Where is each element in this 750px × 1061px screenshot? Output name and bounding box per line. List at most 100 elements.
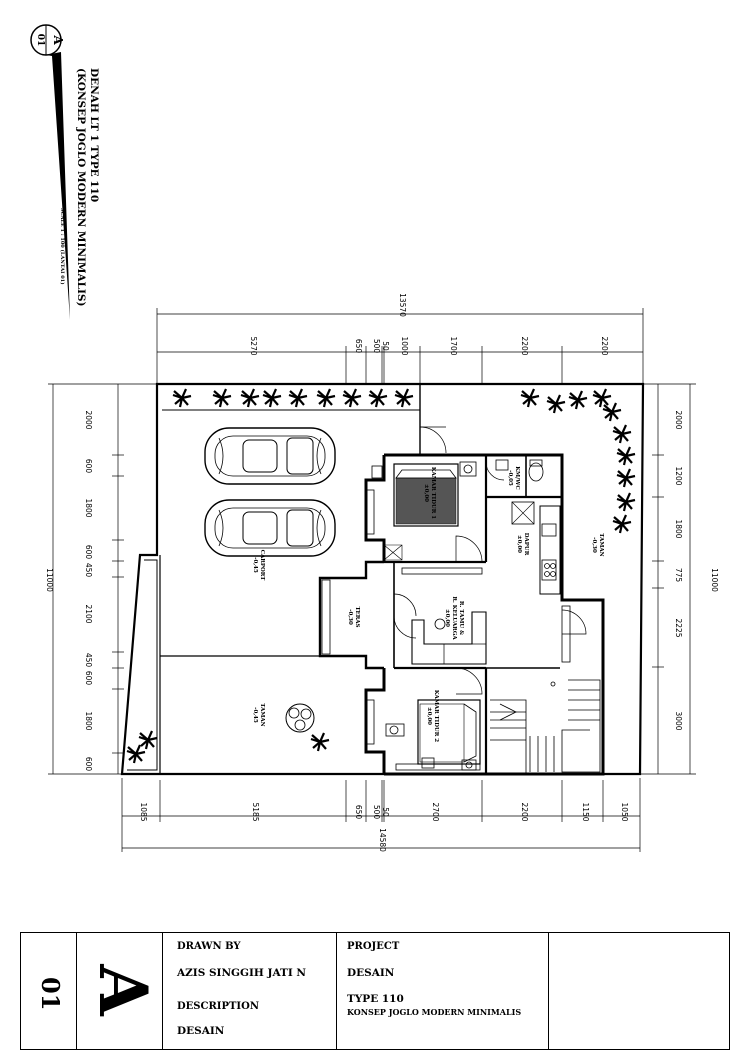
plants	[125, 387, 637, 765]
sheet-letter: A	[84, 964, 162, 1016]
marker-letter: A	[51, 34, 65, 45]
project-value: DESAIN	[347, 967, 395, 979]
dim-overall-left: 11000	[45, 568, 54, 592]
dims-left: 11000 2000 600 1800 600 450 2100 450 600…	[45, 410, 93, 771]
plant-icon	[341, 387, 363, 409]
plant-icon	[591, 387, 613, 409]
room-dapur-level: ±0,00	[516, 535, 522, 553]
sofa	[411, 611, 487, 665]
dim-overall-bottom: 14580	[378, 828, 387, 852]
dimension-lines	[48, 308, 696, 852]
sheet-number: 01	[36, 977, 65, 1011]
plant-icon	[615, 467, 637, 489]
dim-bottom-7: 2200	[520, 802, 529, 821]
dim-top-7: 2200	[520, 336, 529, 355]
dim-right-6: 3000	[674, 711, 683, 730]
bed-2	[417, 699, 481, 765]
flower-bush-icon	[285, 703, 315, 733]
dim-top-2: 650	[354, 339, 363, 354]
floor-plan: A 01 DENAH LT 1 TYPE 110 (KONSEP JOGLO M…	[30, 24, 719, 852]
dim-overall-top: 13570	[398, 293, 407, 317]
dim-left-4: 600	[84, 545, 93, 560]
dim-bottom-3: 650	[354, 805, 363, 820]
plan-title: DENAH LT 1 TYPE 110	[88, 68, 100, 202]
dim-overall-right: 11000	[710, 568, 719, 592]
dim-top-1: 5270	[249, 336, 258, 355]
plant-icon	[171, 387, 193, 409]
project-cell: PROJECT DESAIN TYPE 110 KONSEP JOGLO MOD…	[337, 933, 549, 1049]
room-kmwc: KM/WC	[514, 466, 520, 490]
project-label: PROJECT	[347, 941, 400, 952]
dim-right-5: 2225	[674, 618, 683, 637]
room-taman-front: TAMAN	[259, 703, 265, 726]
stairs	[490, 679, 601, 774]
car-1-icon	[204, 427, 336, 485]
plant-icon	[611, 513, 633, 535]
room-carport-level: -0,45	[252, 557, 258, 573]
room-carport: CARPORT	[259, 550, 265, 582]
dims-bottom: 14580 1085 5185 650 500 50 2700 2200 115…	[139, 802, 629, 852]
plant-icon	[519, 387, 541, 409]
room-kamar-tidur-1: KAMAR TIDUR 1	[430, 467, 436, 519]
dim-left-2: 600	[84, 459, 93, 474]
room-teras: TERAS	[354, 606, 360, 627]
plant-icon	[601, 401, 623, 423]
section-marker: A 01	[30, 24, 70, 320]
dim-bottom-6: 2700	[431, 802, 440, 821]
plant-icon	[315, 387, 337, 409]
description-value: DESAIN	[177, 1025, 225, 1037]
plant-icon	[567, 389, 589, 411]
dim-left-6: 2100	[84, 604, 93, 623]
plant-icon	[393, 387, 415, 409]
room-dapur: DAPUR	[523, 533, 529, 556]
plant-icon	[137, 729, 159, 751]
dim-left-7: 450	[84, 653, 93, 668]
dim-right-2: 1200	[674, 466, 683, 485]
plant-icon	[367, 387, 389, 409]
room-ruang-tamu: R. TAMU &	[458, 601, 464, 635]
room-kmwc-level: -0,05	[507, 470, 513, 486]
plant-icon	[545, 393, 567, 415]
car-2-icon	[204, 499, 336, 557]
kitchen-counter	[539, 505, 561, 595]
dim-left-1: 2000	[84, 410, 93, 429]
site-walls	[120, 382, 645, 776]
room-kamar-tidur-2: KAMAR TIDUR 2	[433, 690, 439, 742]
plant-icon	[239, 387, 261, 409]
plan-scale: SCALE 1 : 100 (LANTAI 01)	[59, 208, 66, 285]
project-type: TYPE 110	[347, 993, 404, 1005]
dim-right-1: 2000	[674, 410, 683, 429]
bed-1	[393, 463, 459, 527]
dim-left-3: 1800	[84, 498, 93, 517]
plant-icon	[125, 743, 147, 765]
dim-left-9: 1800	[84, 711, 93, 730]
plant-icon	[615, 445, 637, 467]
plant-icon	[309, 731, 331, 753]
room-teras-level: -0,30	[347, 609, 353, 625]
plant-icon	[611, 423, 633, 445]
room-kamar-tidur-1-level: ±0,00	[423, 484, 429, 502]
plan-subtitle: (KONSEP JOGLO MODERN MINIMALIS)	[75, 68, 87, 306]
dim-top-5: 1000	[400, 336, 409, 355]
dim-top-6: 1700	[449, 336, 458, 355]
furniture	[371, 459, 601, 774]
room-taman-back: TAMAN	[598, 533, 604, 556]
dim-left-10: 600	[84, 757, 93, 772]
dim-left-5: 450	[84, 563, 93, 578]
title-block: 01 A DRAWN BY AZIS SINGGIH JATI N DESCRI…	[20, 932, 730, 1050]
dim-bottom-4: 500	[372, 805, 381, 820]
plant-icon	[261, 387, 283, 409]
dims-top: 13570 5270 650 500 50 1000 1700 2200 220…	[249, 293, 609, 356]
plant-icon	[211, 387, 233, 409]
dim-bottom-1: 1085	[139, 802, 148, 821]
plant-icon	[615, 491, 637, 513]
plant-icon	[287, 387, 309, 409]
dim-right-4: 775	[674, 568, 683, 583]
dim-right-3: 1800	[674, 519, 683, 538]
drawn-by-cell: DRAWN BY AZIS SINGGIH JATI N DESCRIPTION…	[163, 933, 337, 1049]
sheet-letter-cell: A	[77, 933, 163, 1049]
dim-bottom-8: 1150	[581, 802, 590, 821]
sheet-number-cell: 01	[21, 933, 77, 1049]
empty-cell	[549, 933, 729, 1049]
dims-right: 11000 2000 1200 1800 775 2225 3000	[674, 410, 719, 730]
